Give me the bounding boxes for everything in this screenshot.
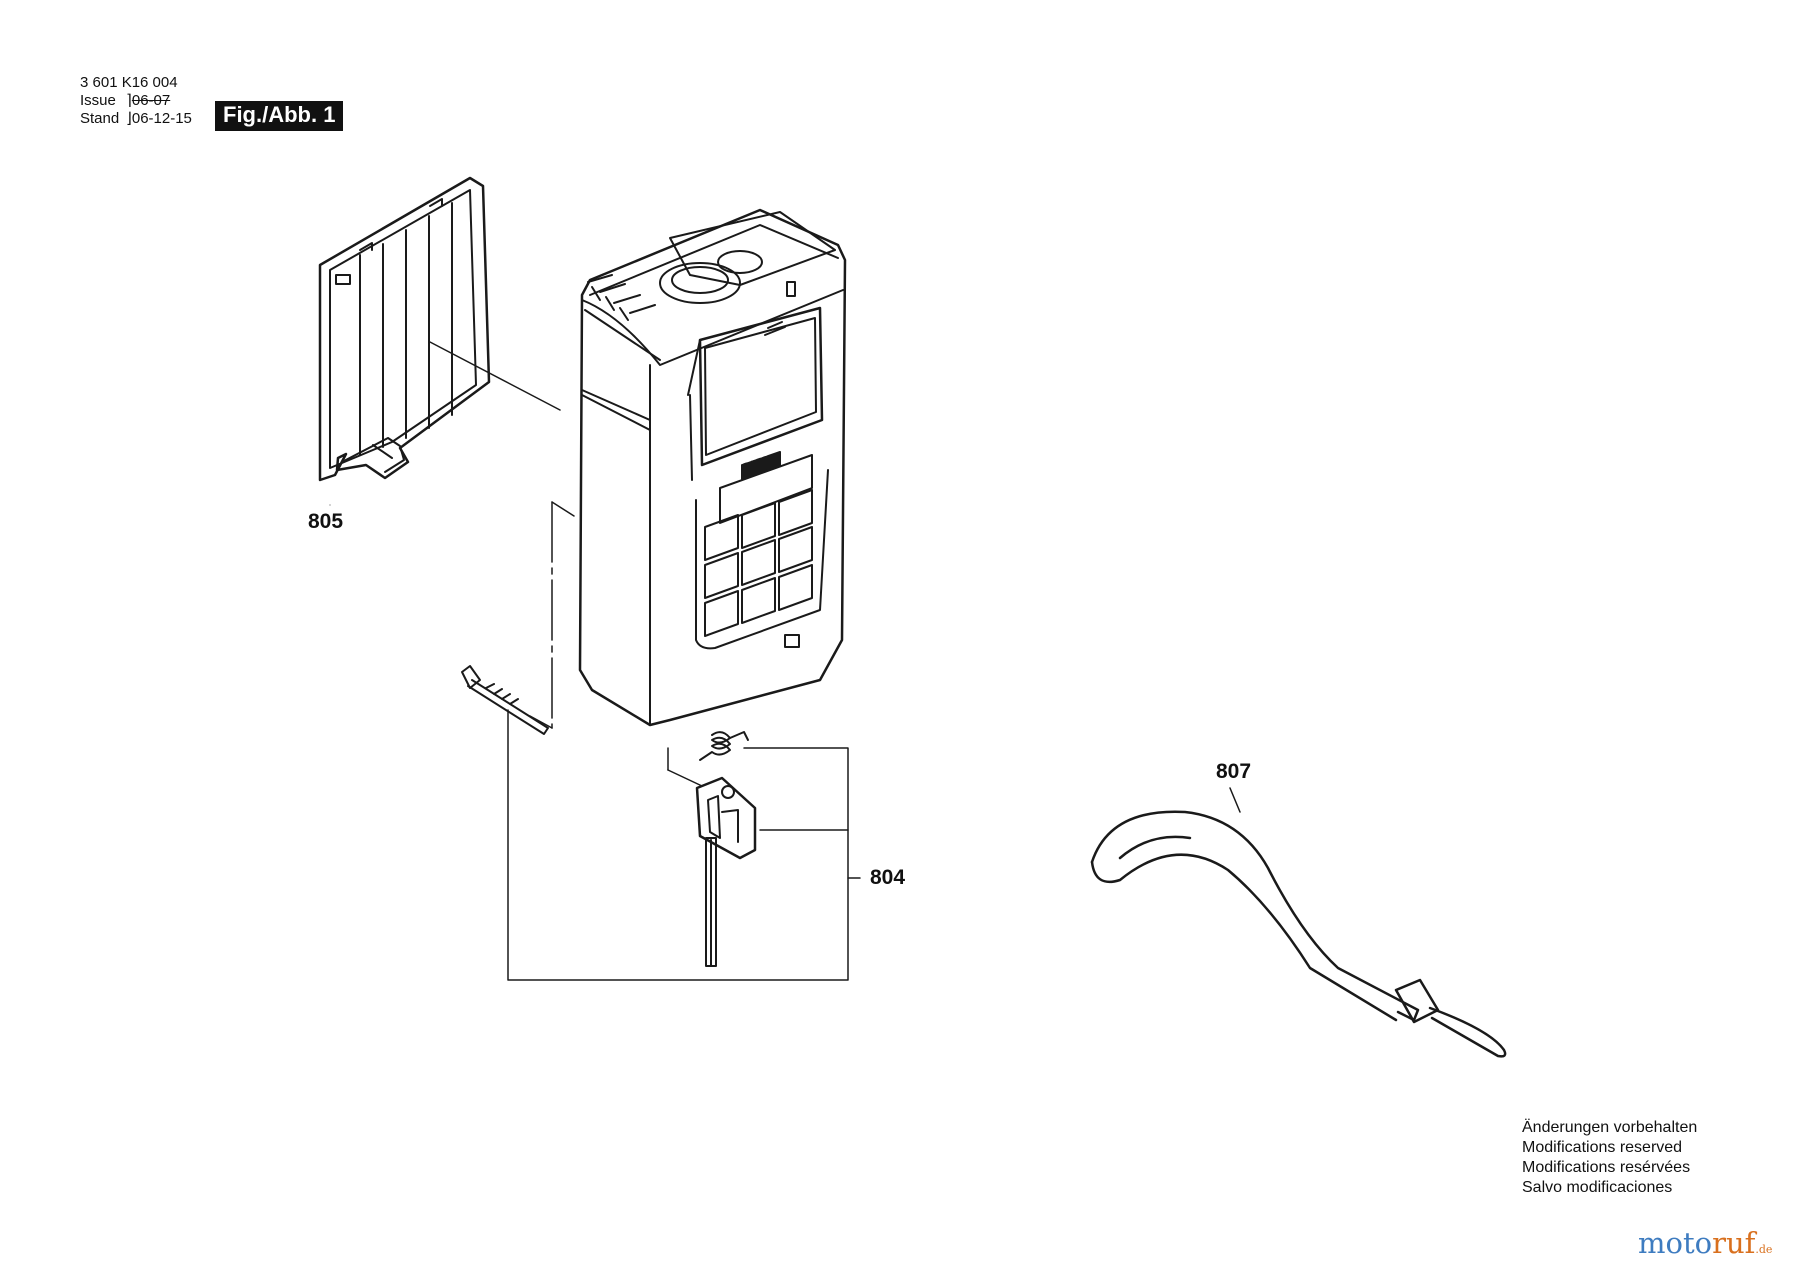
issue-value: 06-07 [131,92,171,109]
issue-bracket: ⌉ [126,92,132,109]
part-label-807: 807 [1216,760,1252,783]
note-es: Salvo modificaciones [1522,1179,1673,1196]
watermark-part1: moto [1638,1226,1713,1260]
document-header: 3 601 K16 004 Issue ⌉06-07 Stand ⌋06-12-15 [80,74,192,128]
part-label-805: 805 [308,510,344,533]
stand-value: 06-12-15 [131,110,192,127]
part-804-bracket [507,709,861,981]
battery-cover-805 [318,176,491,482]
modification-notes: Änderungen vorbehalten Modifications res… [1522,1118,1697,1198]
stand-bracket: ⌋ [126,110,132,127]
wrist-strap-807 [1090,787,1507,1058]
spring [699,731,749,761]
doc-number: 3 601 K16 004 [80,74,178,91]
cover-leader-line [429,341,561,411]
assembly-axis-lines [529,501,703,787]
screw [461,665,549,735]
end-piece-804 [695,776,757,967]
issue-row: Issue ⌉06-07 [80,92,192,110]
stand-row: Stand ⌋06-12-15 [80,110,192,128]
part-label-804: 804 [870,866,906,889]
note-en: Modifications reserved [1522,1139,1683,1156]
stand-label: Stand [80,110,120,127]
watermark-part2: ruf [1712,1226,1756,1260]
watermark-suffix: .de [1755,1243,1773,1256]
issue-label: Issue [80,92,116,109]
figure-label: Fig./Abb. 1 [215,101,344,131]
laser-rangefinder-body [578,208,847,727]
note-de: Änderungen vorbehalten [1522,1119,1698,1136]
note-fr: Modifications resérvées [1522,1159,1691,1176]
watermark-logo: motoruf.de [1638,1226,1772,1260]
